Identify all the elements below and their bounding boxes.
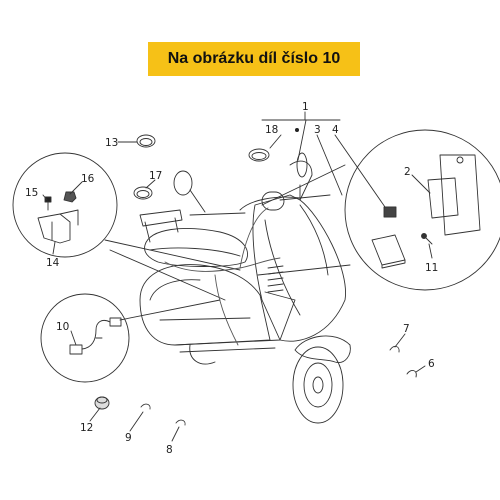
part-18-clip	[248, 148, 270, 162]
label-part-15: 15	[25, 187, 38, 199]
part-15-screw	[44, 196, 52, 211]
label-part-18: 18	[265, 124, 278, 136]
detail-circle-bracket	[12, 152, 118, 258]
part-3-ecu	[371, 234, 406, 269]
leader-line	[119, 299, 221, 321]
scooter-illustration	[139, 152, 351, 424]
left-mirror	[173, 170, 193, 196]
part-4-relay	[383, 206, 397, 218]
leader-line	[104, 239, 241, 271]
highlight-banner: Na obrázku díl číslo 10	[148, 42, 360, 76]
label-part-12: 12	[80, 422, 93, 434]
part-14-bracket	[37, 209, 79, 244]
part-17-clip	[133, 186, 153, 200]
label-part-13: 13	[105, 137, 118, 149]
part-8-clip	[175, 419, 186, 426]
label-part-11: 11	[425, 262, 438, 274]
front-wheel	[292, 346, 344, 424]
part-13-clip	[136, 134, 156, 148]
label-part-3: 3	[314, 124, 321, 136]
label-part-8: 8	[166, 444, 173, 456]
right-mirror	[296, 152, 308, 178]
part-10-cable	[69, 317, 122, 355]
part-7-clip	[389, 345, 400, 353]
label-part-6: 6	[428, 358, 435, 370]
label-part-7: 7	[403, 323, 410, 335]
label-part-1: 1	[302, 101, 309, 113]
part-9-clip	[140, 403, 151, 410]
label-part-14: 14	[46, 257, 60, 269]
leader-line	[109, 249, 226, 301]
leader-line	[261, 164, 346, 206]
detail-circle-connector	[40, 293, 130, 383]
part-11-screw	[421, 233, 433, 245]
label-part-17: 17	[149, 170, 162, 182]
part-6-clip	[406, 370, 417, 378]
label-part-10: 10	[56, 321, 69, 333]
label-part-4: 4	[332, 124, 339, 136]
part-10-plug-a	[69, 344, 83, 355]
part-16-nut	[63, 191, 77, 203]
detail-circle-electronics	[344, 129, 500, 291]
banner-text: Na obrázku díl číslo 10	[167, 50, 341, 67]
label-part-2: 2	[404, 166, 411, 178]
part-10-plug-b	[109, 317, 122, 327]
part-12-grommet	[94, 396, 110, 410]
label-part-16: 16	[81, 173, 95, 185]
label-part-9: 9	[125, 432, 132, 444]
part-2-plate	[427, 154, 481, 236]
vent-grille	[267, 265, 284, 293]
part-1-dot	[295, 128, 299, 132]
